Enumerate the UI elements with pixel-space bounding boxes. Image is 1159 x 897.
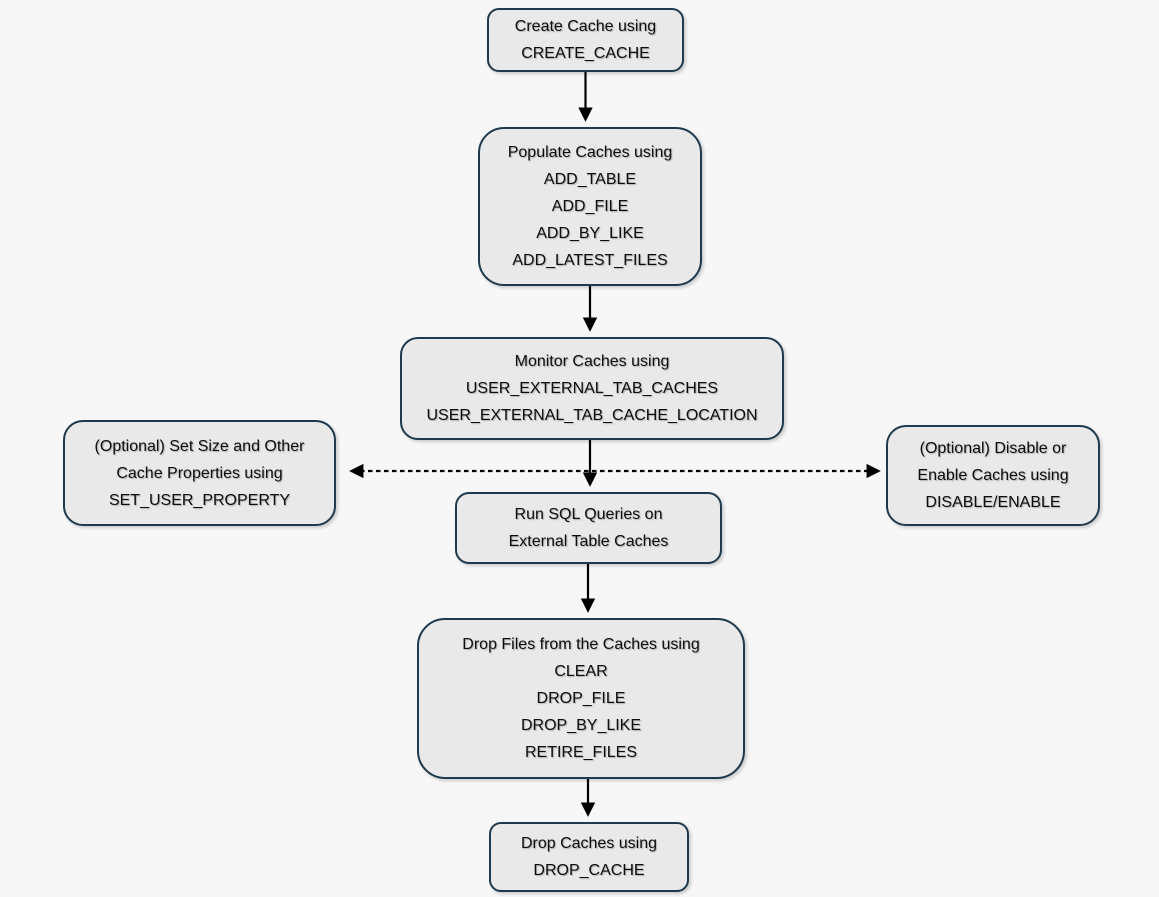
node-line: USER_EXTERNAL_TAB_CACHE_LOCATION <box>426 407 758 424</box>
node-line: Populate Caches using <box>507 144 673 161</box>
node-line: Run SQL Queries on <box>514 506 663 523</box>
node-line: DISABLE/ENABLE <box>925 494 1061 511</box>
node-drop-files: Drop Files from the Caches using CLEAR D… <box>417 618 745 779</box>
node-line: External Table Caches <box>508 533 669 550</box>
node-line: CREATE_CACHE <box>521 45 650 62</box>
node-line: ADD_BY_LIKE <box>536 225 644 242</box>
node-set-cache-properties: (Optional) Set Size and Other Cache Prop… <box>63 420 336 526</box>
node-monitor-caches: Monitor Caches using USER_EXTERNAL_TAB_C… <box>400 337 784 440</box>
node-drop-caches: Drop Caches using DROP_CACHE <box>489 822 689 892</box>
node-line: (Optional) Disable or <box>919 440 1067 457</box>
node-line: Enable Caches using <box>917 467 1069 484</box>
node-disable-enable-caches: (Optional) Disable or Enable Caches usin… <box>886 425 1100 526</box>
node-line: USER_EXTERNAL_TAB_CACHES <box>465 380 719 397</box>
node-line: Create Cache using <box>514 18 657 35</box>
node-line: DROP_CACHE <box>533 862 645 879</box>
node-create-cache: Create Cache using CREATE_CACHE <box>487 8 684 72</box>
node-line: ADD_TABLE <box>543 171 637 188</box>
node-line: (Optional) Set Size and Other <box>94 437 305 455</box>
node-run-sql-queries: Run SQL Queries on External Table Caches <box>455 492 722 564</box>
node-populate-caches: Populate Caches using ADD_TABLE ADD_FILE… <box>478 127 702 286</box>
node-line: ADD_LATEST_FILES <box>512 252 668 269</box>
node-line: DROP_FILE <box>536 690 626 707</box>
node-line: SET_USER_PROPERTY <box>108 491 291 509</box>
node-line: Drop Caches using <box>520 835 658 852</box>
node-line: Drop Files from the Caches using <box>462 636 700 653</box>
node-line: Cache Properties using <box>116 464 283 482</box>
node-line: DROP_BY_LIKE <box>520 717 642 734</box>
node-line: CLEAR <box>554 663 608 680</box>
node-line: RETIRE_FILES <box>524 744 638 761</box>
node-line: Monitor Caches using <box>514 353 670 370</box>
node-line: ADD_FILE <box>551 198 629 215</box>
